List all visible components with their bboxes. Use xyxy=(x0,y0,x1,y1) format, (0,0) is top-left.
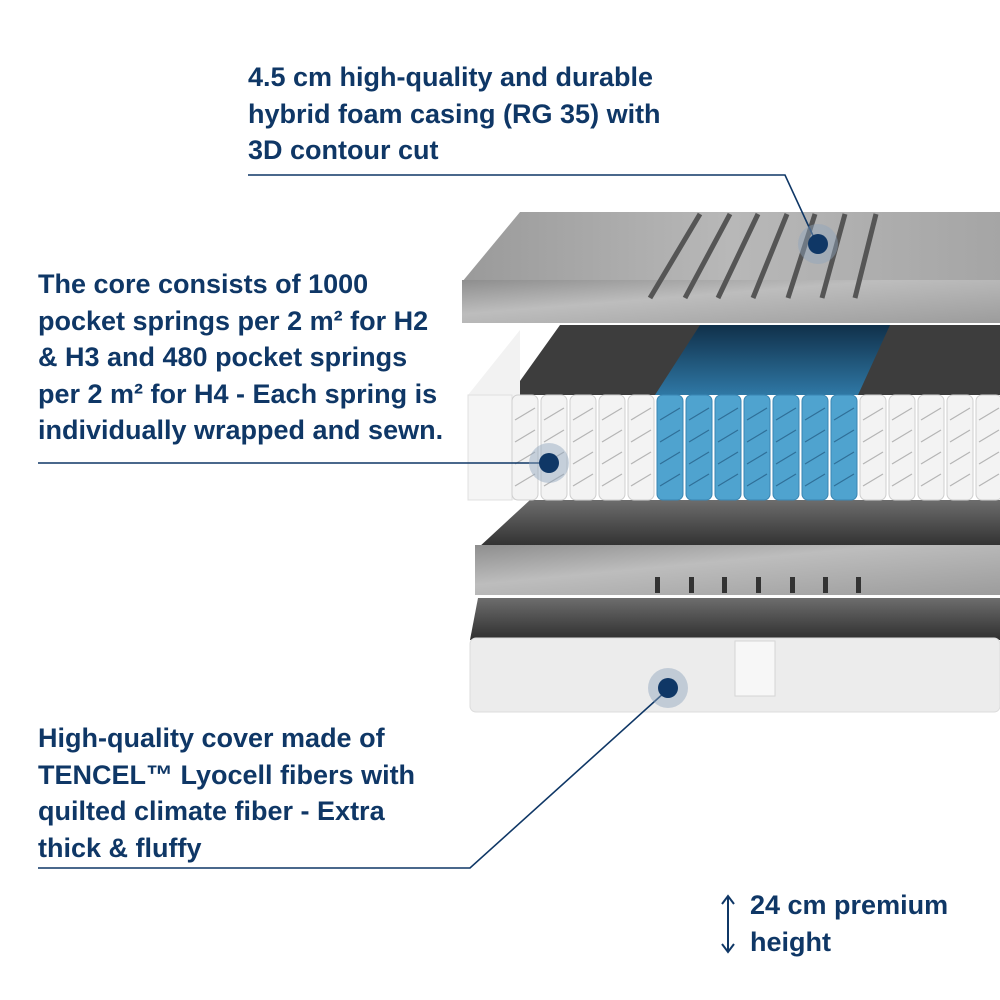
pocket-spring xyxy=(511,394,539,501)
spring-coil xyxy=(543,407,565,421)
spring-coil xyxy=(746,407,768,421)
spring-coil xyxy=(920,473,942,487)
spring-coil xyxy=(920,429,942,443)
callout-cover: High-quality cover made of TENCEL™ Lyoce… xyxy=(38,723,416,863)
spring-coil xyxy=(804,429,826,443)
callout-dot-foam xyxy=(798,224,838,264)
spring-coil xyxy=(659,473,681,487)
spring-coil xyxy=(630,451,652,465)
spring-coil xyxy=(514,429,536,443)
spring-coil xyxy=(543,473,565,487)
spring-coil xyxy=(804,473,826,487)
callout-line-cover xyxy=(38,691,666,869)
spring-coil xyxy=(630,473,652,487)
spring-coil xyxy=(659,407,681,421)
spring-coil xyxy=(833,429,855,443)
bottom-foam-layer xyxy=(475,500,1000,595)
spring-coil xyxy=(949,407,971,421)
spring-coil xyxy=(717,451,739,465)
spring-coil xyxy=(514,407,536,421)
spring-coil xyxy=(572,407,594,421)
spring-coil xyxy=(920,407,942,421)
callout-height: 24 cm premium height xyxy=(750,890,949,957)
spring-coil xyxy=(920,451,942,465)
pocket-spring xyxy=(598,394,626,501)
spring-coil xyxy=(978,451,1000,465)
spring-coil xyxy=(746,473,768,487)
spring-coil xyxy=(949,429,971,443)
spring-coil xyxy=(688,429,710,443)
callout-dot-cover xyxy=(648,668,688,708)
spring-coil xyxy=(978,407,1000,421)
pocket-spring xyxy=(859,394,887,501)
pocket-spring xyxy=(888,394,916,501)
spring-coil xyxy=(746,429,768,443)
spring-coil xyxy=(978,429,1000,443)
spring-coil xyxy=(688,407,710,421)
pocket-spring-blue xyxy=(685,394,713,501)
spring-coil xyxy=(601,473,623,487)
spring-coil xyxy=(630,429,652,443)
spring-coil xyxy=(601,407,623,421)
pocket-spring xyxy=(917,394,945,501)
callout-line-foam xyxy=(248,174,816,241)
spring-coil xyxy=(891,451,913,465)
spring-coil xyxy=(862,451,884,465)
spring-coil xyxy=(717,429,739,443)
spring-coil xyxy=(775,451,797,465)
spring-coil xyxy=(659,429,681,443)
top-foam-layer xyxy=(462,212,1000,323)
spring-coil xyxy=(833,473,855,487)
callout-spring-core: The core consists of 1000 pocket springs… xyxy=(38,269,444,445)
spring-core-layer xyxy=(467,325,1000,501)
spring-coil xyxy=(543,429,565,443)
spring-coil xyxy=(688,473,710,487)
pocket-spring-blue xyxy=(801,394,829,501)
spring-coil xyxy=(891,407,913,421)
pocket-spring xyxy=(569,394,597,501)
spring-coil xyxy=(978,473,1000,487)
pocket-spring xyxy=(540,394,568,501)
spring-coil xyxy=(572,451,594,465)
spring-coil xyxy=(775,473,797,487)
spring-coil xyxy=(514,473,536,487)
callout-dot-core xyxy=(529,443,569,483)
pocket-spring-blue xyxy=(772,394,800,501)
pocket-spring xyxy=(946,394,974,501)
pocket-spring-blue xyxy=(743,394,771,501)
spring-coil xyxy=(746,451,768,465)
spring-coil xyxy=(949,451,971,465)
pocket-spring-blue xyxy=(714,394,742,501)
spring-coil xyxy=(572,473,594,487)
spring-coil xyxy=(775,407,797,421)
spring-coil xyxy=(688,451,710,465)
spring-coil xyxy=(659,451,681,465)
cover-layer xyxy=(469,598,1000,713)
spring-coil xyxy=(804,451,826,465)
pocket-spring xyxy=(975,394,1000,501)
spring-coil xyxy=(717,407,739,421)
spring-coil xyxy=(572,429,594,443)
spring-coil xyxy=(862,407,884,421)
spring-coil xyxy=(630,407,652,421)
spring-coil xyxy=(891,429,913,443)
spring-coil xyxy=(804,407,826,421)
spring-coil xyxy=(717,473,739,487)
pocket-spring xyxy=(627,394,655,501)
spring-coil xyxy=(862,473,884,487)
spring-coil xyxy=(862,429,884,443)
pocket-spring-blue xyxy=(656,394,684,501)
spring-coil xyxy=(949,473,971,487)
spring-coil xyxy=(601,429,623,443)
spring-coil xyxy=(833,407,855,421)
pocket-spring-blue xyxy=(830,394,858,501)
spring-coil xyxy=(775,429,797,443)
spring-coil xyxy=(891,473,913,487)
callout-foam-casing: 4.5 cm high-quality and durable hybrid f… xyxy=(248,62,661,165)
spring-coil xyxy=(514,451,536,465)
spring-coil xyxy=(833,451,855,465)
spring-coil xyxy=(601,451,623,465)
up-down-arrow-icon xyxy=(721,894,735,954)
